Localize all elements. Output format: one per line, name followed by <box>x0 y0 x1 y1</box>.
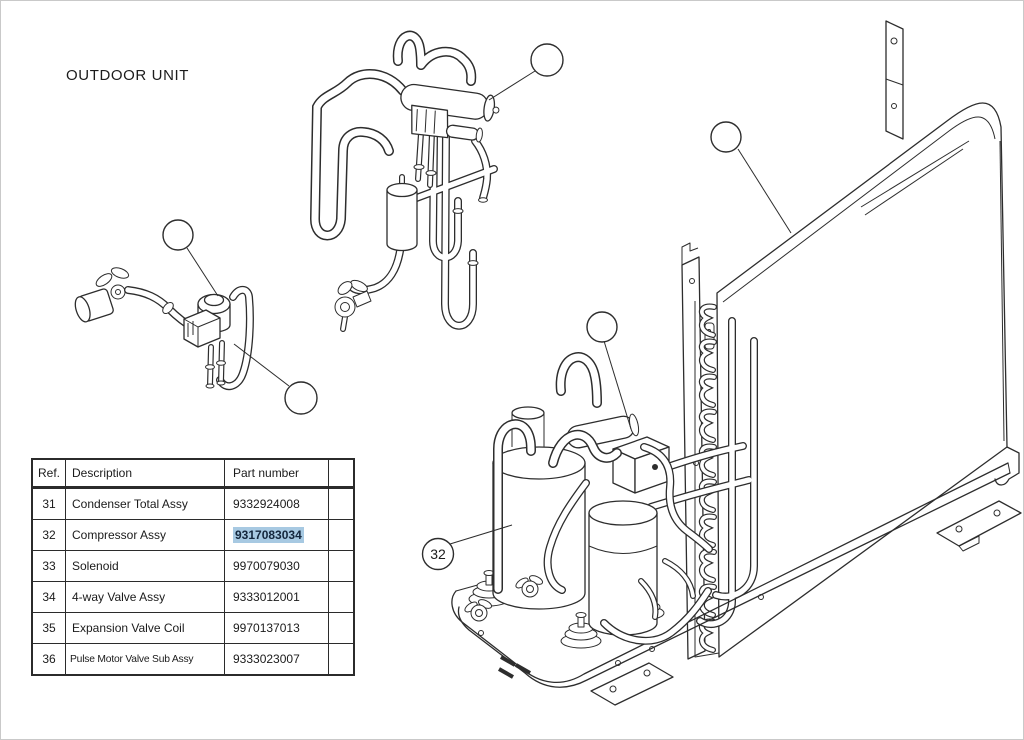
service-valves <box>464 575 544 622</box>
callout-circle-empty-1 <box>162 219 194 251</box>
condenser-coil-ubends <box>694 301 720 658</box>
header-part-number: Part number <box>224 458 329 489</box>
part-cell: 9332924008 <box>224 487 329 520</box>
table-row: 36 Pulse Motor Valve Sub Assy 9333023007 <box>31 643 355 676</box>
desc-cell: Compressor Assy <box>65 519 225 551</box>
callout-circle-empty-3 <box>530 43 564 77</box>
main-unit-figure <box>451 20 1022 706</box>
ref-cell: 34 <box>31 581 66 613</box>
muffler <box>386 182 418 252</box>
callout-circle-empty-4 <box>710 121 742 153</box>
part-cell: 9970079030 <box>224 550 329 582</box>
pulse-motor-valve-body <box>183 293 231 348</box>
ref-cell: 32 <box>31 519 66 551</box>
callout-balloons: 32 <box>162 43 742 571</box>
table-row: 31 Condenser Total Assy 9332924008 <box>31 487 355 520</box>
table-row: 33 Solenoid 9970079030 <box>31 550 355 582</box>
ref-cell: 31 <box>31 487 66 520</box>
table-row: 35 Expansion Valve Coil 9970137013 <box>31 612 355 644</box>
mounting-foot-right <box>936 500 1022 552</box>
callout-32-label: 32 <box>430 546 446 562</box>
table-row: 32 Compressor Assy 9317083034 <box>31 519 355 551</box>
table-row: 34 4-way Valve Assy 9333012001 <box>31 581 355 613</box>
desc-cell: Pulse Motor Valve Sub Assy <box>65 643 225 676</box>
condenser-panel <box>716 102 1020 658</box>
accumulator-cylinder <box>492 406 586 610</box>
callout-leader-lines <box>186 70 792 545</box>
callout-circle-empty-5 <box>586 311 618 343</box>
desc-cell: 4-way Valve Assy <box>65 581 225 613</box>
mounting-bracket-top <box>885 20 904 140</box>
callout-circle-32 <box>421 537 455 571</box>
four-way-valve-body <box>400 83 500 143</box>
ref-cell: 35 <box>31 612 66 644</box>
desc-cell: Expansion Valve Coil <box>65 612 225 644</box>
part-cell-highlighted: 9317083034 <box>224 519 329 551</box>
highlighted-part-number: 9317083034 <box>233 527 304 543</box>
part-cell: 9970137013 <box>224 612 329 644</box>
expansion-valve-figure <box>74 267 249 388</box>
ref-cell: 33 <box>31 550 66 582</box>
page-title: OUTDOOR UNIT <box>66 67 190 84</box>
base-pan <box>451 462 1011 688</box>
desc-cell: Solenoid <box>65 550 225 582</box>
callout-circle-empty-2 <box>284 381 318 415</box>
four-way-valve-figure <box>315 36 500 329</box>
ref-cell: 36 <box>31 643 66 676</box>
compressor-cylinder <box>588 500 658 636</box>
part-cell: 9333023007 <box>224 643 329 676</box>
expansion-valve-coil <box>74 267 130 323</box>
parts-table: Ref. Description Part number 31 Condense… <box>31 458 355 676</box>
header-description: Description <box>65 458 225 489</box>
header-blank <box>328 458 355 489</box>
header-ref: Ref. <box>31 458 66 489</box>
mounting-foot-left <box>590 662 674 706</box>
parts-table-header-row: Ref. Description Part number <box>31 458 355 489</box>
small-valve <box>334 279 372 318</box>
desc-cell: Condenser Total Assy <box>65 487 225 520</box>
part-cell: 9333012001 <box>224 581 329 613</box>
